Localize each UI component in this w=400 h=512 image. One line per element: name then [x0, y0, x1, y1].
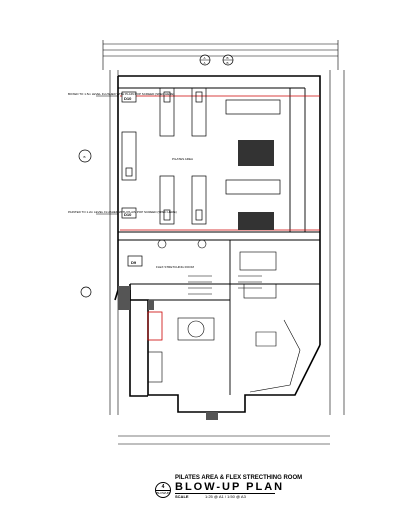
section-marker-label: A [204, 56, 206, 60]
callout-number: 4 [161, 484, 165, 490]
room-label-pilates: PILATES AREA [172, 157, 193, 161]
scale-label: SCALE [175, 494, 189, 499]
section-marker-sheet: B [227, 61, 229, 65]
drawing-title: PILATES AREA & FLEX STRECTHING ROOM [175, 475, 303, 481]
cadillac-units [225, 99, 281, 230]
callout-sheet: BLOWUP [156, 490, 170, 495]
section-marker-label: B [227, 56, 229, 60]
note-text: BOXED TO 1.5m LEVEL FLUSHED WITH PLAIN P… [68, 92, 174, 96]
stretch-stations [157, 239, 277, 299]
scale-value: 1:25 @ A1 / 1:50 @ A3 [205, 494, 246, 499]
elevation-marker: B [78, 149, 92, 298]
door-tag: D9 [131, 260, 137, 265]
door-tag: D10 [124, 212, 132, 217]
title-rule [175, 493, 275, 494]
reformer-machines-top [121, 87, 207, 181]
room-label-stretching: FLEX STRETCHING ROOM [156, 265, 195, 269]
exterior-walls [114, 75, 321, 413]
door-tags: D10 D10 D9 [121, 91, 143, 267]
drawing-heading: BLOW-UP PLAN [175, 481, 285, 493]
svg-text:B: B [84, 155, 86, 159]
section-marker-sheet: A [204, 61, 206, 65]
drawing-callout: 4 BLOWUP [155, 482, 171, 498]
left-notes: BOXED TO 1.5m LEVEL FLUSHED WITH PLAIN P… [68, 92, 177, 215]
section-markers: A A B B [199, 54, 234, 66]
reformer-machines-middle [159, 175, 207, 225]
accent-box [147, 311, 163, 341]
door-tag: D10 [124, 96, 132, 101]
note-text: PAINTED TO 1.2m LEVEL FLUSHED WITH PLAIN… [68, 210, 177, 214]
hatched-areas [118, 286, 218, 420]
lower-equipment [147, 317, 301, 393]
